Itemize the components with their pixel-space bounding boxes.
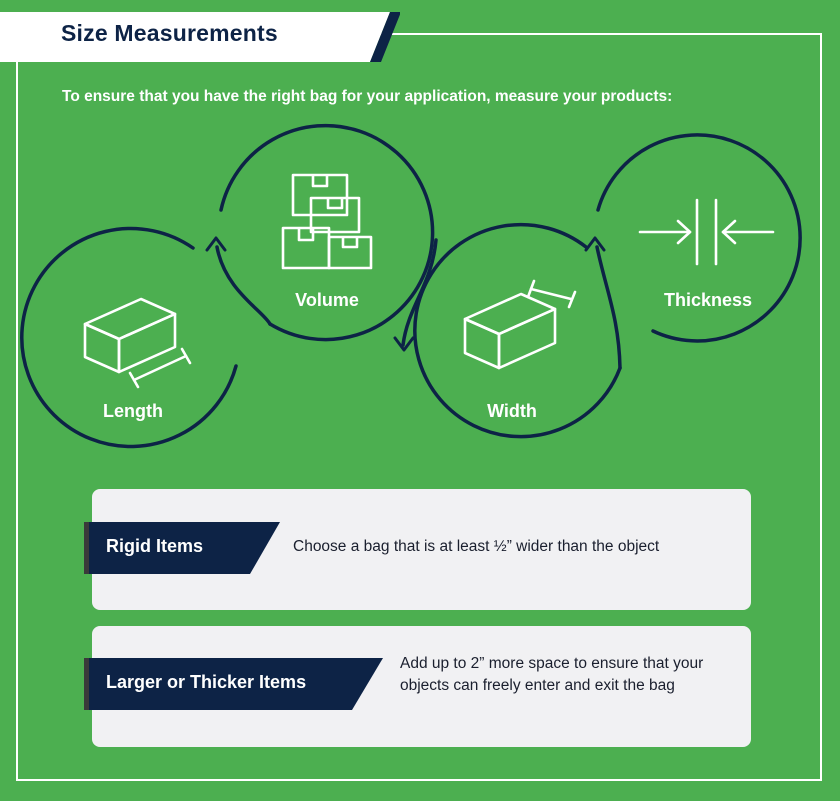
box-length-icon — [83, 297, 192, 389]
title-tab: Size Measurements — [0, 0, 400, 62]
length-arc — [20, 226, 238, 449]
width-thickness-connector — [595, 245, 622, 370]
thickness-arrows-icon — [638, 198, 775, 266]
measurement-cycle-diagram — [20, 123, 802, 449]
tag-rigid-items: Rigid Items — [84, 522, 284, 574]
width-arc — [413, 222, 622, 439]
volume-width-connector — [401, 238, 438, 347]
tip-larger-text: Add up to 2” more space to ensure that y… — [400, 655, 704, 694]
intro-text: To ensure that you have the right bag fo… — [62, 88, 673, 105]
arrow-head-up-left — [205, 236, 227, 252]
arrow-head-up-right — [584, 236, 606, 252]
length-label: Length — [103, 401, 163, 421]
volume-arc — [219, 123, 435, 342]
tag-rigid-label: Rigid Items — [106, 536, 204, 556]
page-title: Size Measurements — [61, 20, 278, 46]
width-label: Width — [487, 401, 537, 421]
tag-larger-items: Larger or Thicker Items — [84, 658, 384, 710]
arrow-head-down — [393, 336, 415, 352]
thickness-arc — [596, 133, 802, 343]
tip-rigid-text: Choose a bag that is at least ½” wider t… — [293, 538, 660, 555]
thickness-label: Thickness — [663, 290, 753, 310]
tag-larger-label: Larger or Thicker Items — [106, 672, 307, 692]
stacked-boxes-icon — [281, 173, 373, 270]
volume-length-connector — [215, 245, 272, 326]
content-frame — [16, 33, 822, 781]
volume-label: Volume — [295, 290, 359, 310]
box-width-icon — [463, 279, 577, 370]
